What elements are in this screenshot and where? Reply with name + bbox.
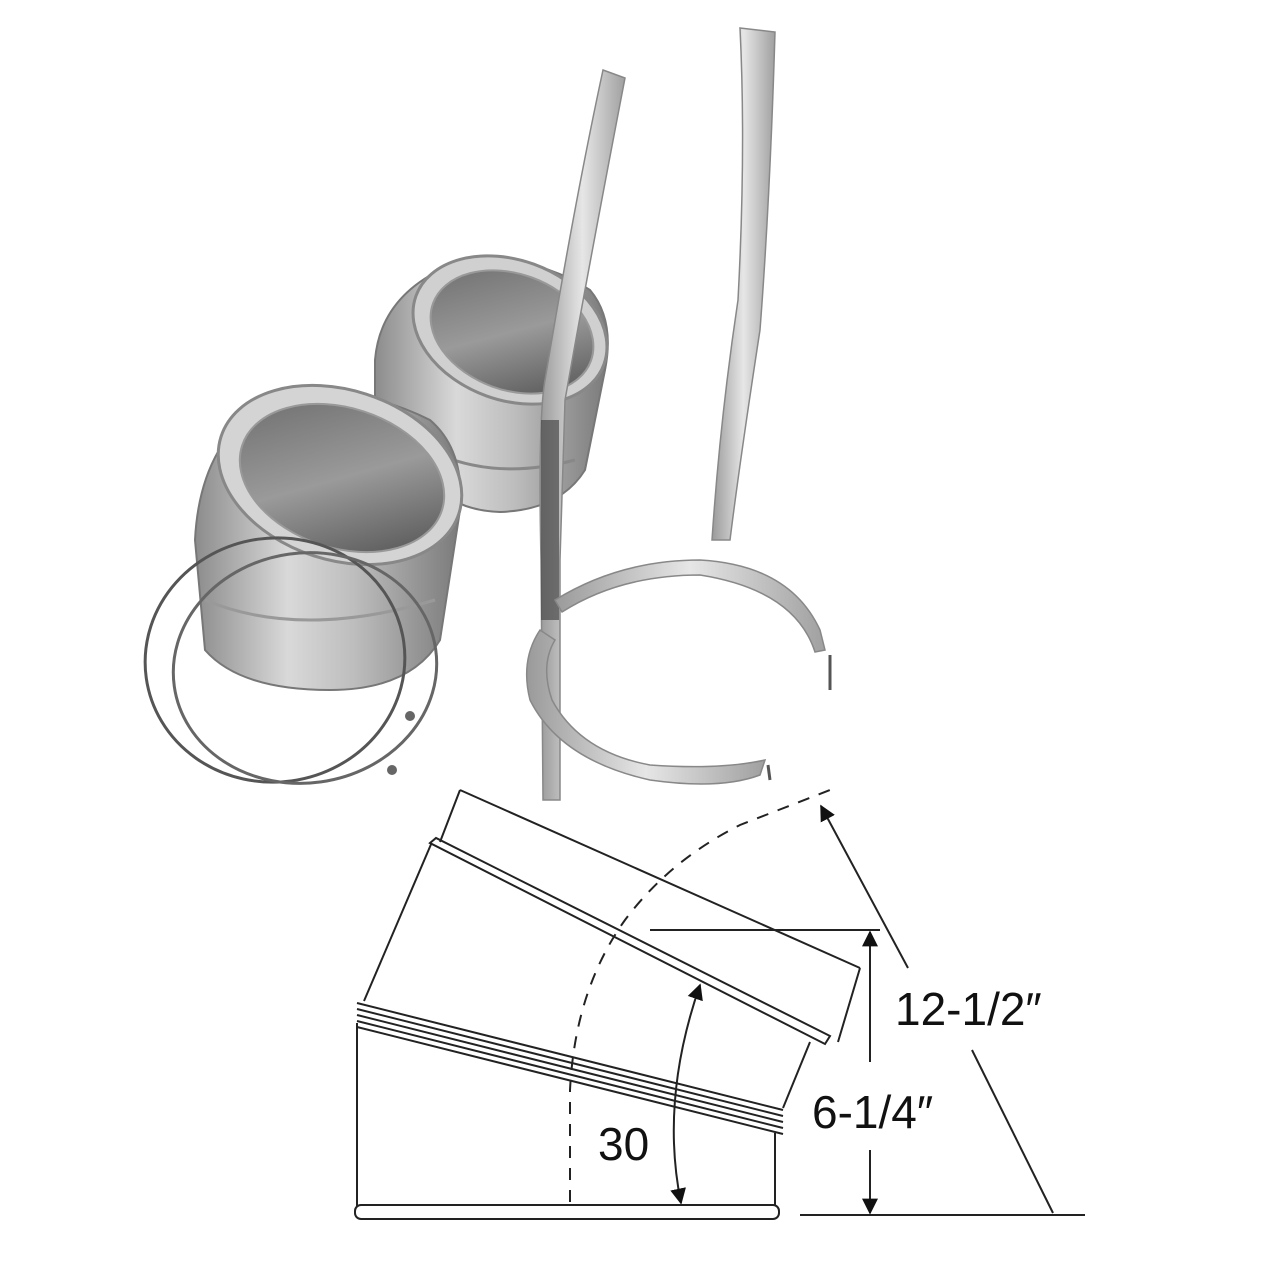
elbow-section-front [193,383,464,692]
length-label: 12-1/2″ [895,983,1042,1035]
elbow-upper-section [363,789,861,1109]
length-dim-lower [971,1049,1054,1214]
elbow-lower-section [354,1023,780,1220]
dimension-diagram [354,789,1085,1220]
angle-label: 30 [598,1118,649,1170]
dimension-labels: 12-1/2″ 6-1/4″ 30 [598,983,1042,1170]
angle-arc [670,983,703,1205]
product-photo [143,27,832,801]
support-strap-right [711,27,776,541]
length-dim-upper [820,804,909,969]
crimp-bead [356,1002,784,1135]
locking-band-1 [143,536,415,784]
centerline-dashed [569,789,831,1202]
height-label: 6-1/4″ [812,1086,933,1138]
locking-band-2 [171,551,439,785]
support-band-clamp [525,559,832,785]
